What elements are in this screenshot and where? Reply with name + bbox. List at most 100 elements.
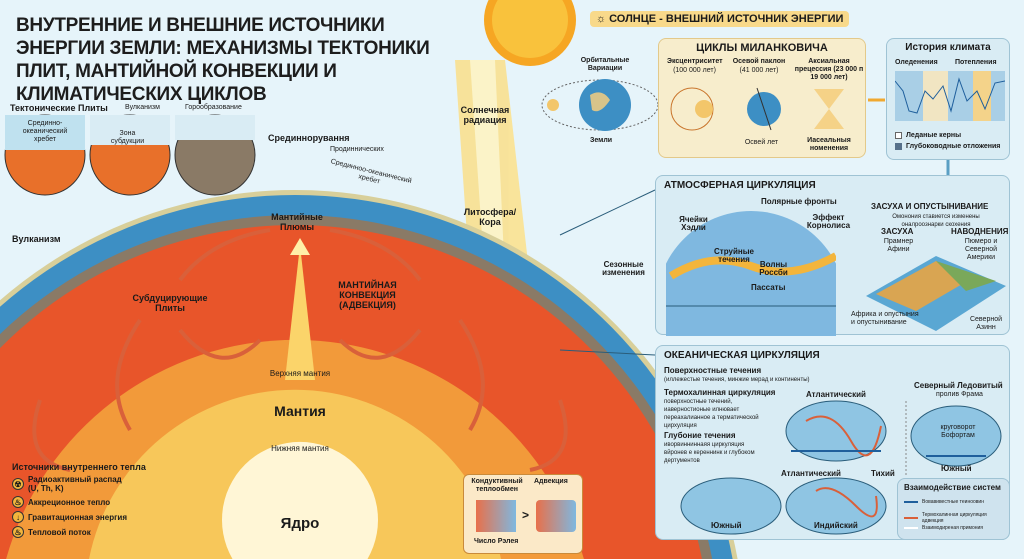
legend-item: Взаимодиреная примония: [904, 525, 983, 531]
hadley-label: Ячейки Хэдли: [679, 215, 708, 232]
tectonics-heading: Тектонические Плиты: [10, 103, 108, 113]
ocean-title: ОКЕАНИЧЕСКАЯ ЦИРКУЛЯЦИЯ: [664, 350, 820, 361]
lithosphere-label: Литосфера/ Кора: [463, 207, 517, 227]
advection-label: Адвекция: [534, 478, 568, 485]
deep-currents-label: Глубоние течения: [664, 431, 736, 440]
flame-icon: ♨: [12, 526, 24, 538]
drought-map-block: [866, 256, 1006, 331]
heat-transfer-box: Кондуктивный теплообмен Адвекция > Число…: [463, 474, 583, 554]
africa-label: Африка и опустыния и опустынивание: [851, 311, 919, 326]
legend-item: Вовавивестные теиноовин: [904, 499, 984, 505]
page-title: ВНУТРЕННИЕ И ВНЕШНИЕ ИСТОЧНИКИ ЭНЕРГИИ З…: [16, 15, 430, 105]
sun-icon: ☼: [596, 13, 610, 25]
climate-title: История климата: [905, 42, 991, 53]
heat-source-item: ♨Аккреционное тепло: [12, 496, 146, 508]
world-map-arctic: [910, 405, 1002, 467]
convection-label: МАНТИЙНАЯ КОНВЕКЦИЯ (АДВЕКЦИЯ): [338, 280, 397, 310]
advection-icon: [536, 500, 576, 532]
plume-arrow-head: [290, 238, 310, 255]
climate-chart: [895, 71, 1005, 121]
eccentricity-icon: [670, 87, 714, 131]
tilt-period: (41 000 лет): [739, 67, 779, 74]
world-map-atlantic: [785, 400, 887, 462]
convection-arrows: [32, 228, 568, 472]
thermohaline-label: Термохалинная циркуляция: [664, 388, 776, 397]
legend-line-white: [904, 527, 918, 529]
subducting-label: Субдуцирующие Плиты: [132, 293, 208, 313]
subduction-zone-label: Зона субдукции: [110, 130, 145, 145]
prod-label: Продиннических: [330, 146, 384, 153]
thermohaline-desc: поверхностные течений, иаверностионые ил…: [664, 399, 759, 429]
conductive-label: Кондуктивный теплообмен: [471, 478, 523, 493]
coriolis-label: Эффект Корнолиса: [806, 213, 851, 230]
orbital-label: Орбитальные Вариации: [580, 57, 630, 72]
core-layer: [222, 441, 378, 559]
glacial-label: Оледенения: [895, 59, 938, 66]
southern-label-2: Южный: [711, 521, 742, 530]
polar-front-label: Полярные фронты: [761, 197, 837, 206]
precession-cone-icon: [814, 89, 844, 129]
arctic-label: Северный Ледовитый: [914, 381, 1003, 390]
north-asia-label: Северной Азинн: [969, 316, 1003, 331]
eccentricity-label: Эксцентриситет: [667, 58, 723, 65]
solar-radiation-label: Солнечная радиация: [460, 105, 510, 125]
connector-line: [559, 349, 656, 356]
flame-icon: ♨: [12, 496, 24, 508]
rossby-label: Волны Россби: [759, 260, 788, 277]
mantle-plume: [285, 245, 315, 380]
heat-sources-heading: Источники внутреннего тепла: [12, 462, 146, 472]
drought-title: ЗАСУХА И ОПУСТЫНИВАНИЕ: [871, 202, 989, 211]
surface-currents-label: Поверхностные течения: [664, 366, 762, 375]
ice-core-swatch: [895, 132, 902, 139]
solar-rays: [455, 60, 530, 280]
conduction-icon: [476, 500, 516, 532]
climate-history-panel: История климата Оледенения Потепления Ле…: [886, 38, 1010, 160]
surface-currents-desc: (иллежестые течения, минжие мерад и конт…: [664, 377, 810, 383]
sediment-swatch: [895, 143, 902, 150]
deep-currents-desc: иворвинниннаяя циркуляция вйронев е кере…: [664, 442, 755, 464]
fram-label: пролив Фрама: [936, 391, 983, 398]
legend-item: Леданые керны: [895, 132, 961, 139]
flood-label: НАВОДНЕНИЯ: [951, 227, 1009, 236]
orogeny-label: Горообразование: [185, 104, 242, 111]
warming-label: Потепления: [955, 59, 997, 66]
plumes-label: Мантийные Плюмы: [271, 212, 323, 232]
milankovitch-title: ЦИКЛЫ МИЛАНКОВИЧА: [696, 42, 828, 54]
ridge-inset-label: Срединно-океанический хребет: [22, 120, 68, 143]
systems-title: Взаимодействие систем: [904, 483, 1001, 492]
beaufort-label: круговорот Бофортам: [940, 424, 976, 439]
trade-winds-label: Пассаты: [751, 283, 786, 292]
legend-item: Термохалинная циркуляция адвекция: [904, 512, 1009, 524]
milankovitch-panel: ЦИКЛЫ МИЛАНКОВИЧА Эксцентриситет (100 00…: [658, 38, 866, 158]
system-interaction-legend: Взаимодействие систем Вовавивестные теин…: [897, 478, 1010, 540]
eccentricity-period: (100 000 лет): [673, 67, 716, 74]
connector-line: [559, 189, 656, 236]
drought-example: Прамнер Афини: [883, 238, 914, 253]
seasonal-label: Сезонные изменения: [602, 260, 645, 277]
radiation-icon: ☢: [12, 478, 24, 490]
sun-icon: [484, 0, 576, 66]
lower-mantle-label: Нижняя мантия: [271, 444, 329, 453]
world-map-indian: [785, 477, 887, 535]
core-label: Ядро: [280, 515, 320, 532]
orbit-diagram: [541, 79, 659, 131]
heat-source-item: ☢Радиоактивный распад (U, Th, K): [12, 475, 146, 493]
arrow-down-icon: ↓: [12, 511, 24, 523]
atmosphere-globe: [666, 211, 836, 336]
tectonics-insets: [4, 114, 256, 196]
southern-label: Южный: [941, 464, 972, 473]
atmos-title: АТМОСФЕРНАЯ ЦИРКУЛЯЦИЯ: [664, 180, 816, 191]
rayleigh-label: Число Рэлея: [474, 538, 519, 545]
mantle-label: Мантия: [274, 403, 326, 419]
drought-label: ЗАСУХА: [881, 227, 914, 236]
indian-label: Индийский: [814, 521, 858, 530]
flood-example: Пюмеро и Северной Америки: [964, 238, 998, 261]
world-map-southern: [680, 477, 782, 535]
atlantic-label: Атлантический: [806, 390, 866, 399]
greater-than-sign: >: [522, 508, 530, 522]
legend-item: Глубоководные отложения: [895, 143, 1000, 150]
sun-header: ☼ СОЛНЦЕ - ВНЕШНИЙ ИСТОЧНИК ЭНЕРГИИ: [590, 11, 850, 27]
volcanism-earth-label: Вулканизм: [12, 234, 61, 244]
earth-label: Земли: [590, 137, 613, 144]
precession-bottom-label: Иасеальныя номенения: [807, 137, 851, 152]
